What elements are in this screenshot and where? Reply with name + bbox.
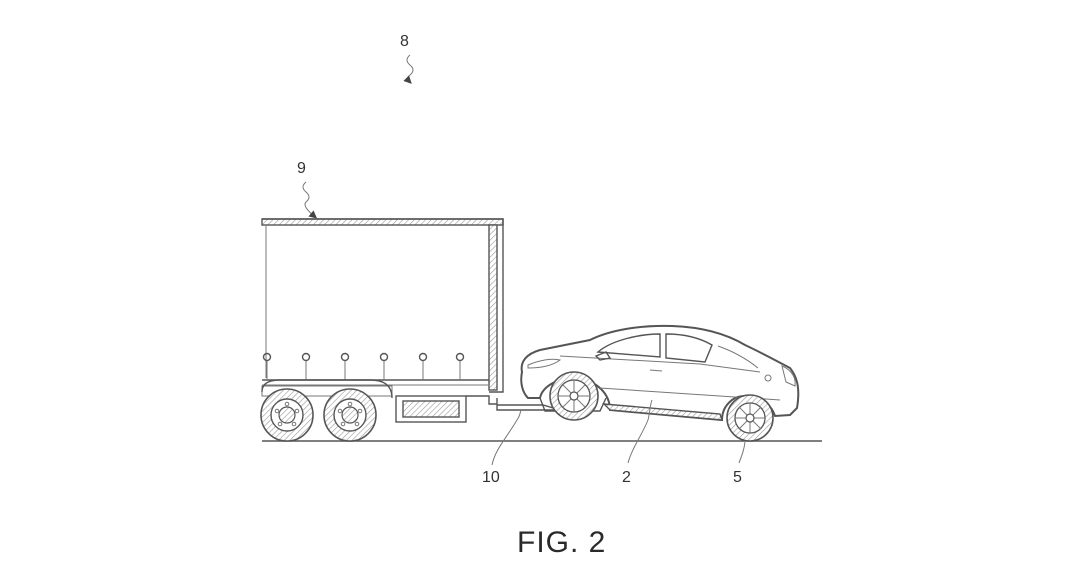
car-rear-window — [665, 333, 713, 363]
car-fuel-cap — [764, 374, 772, 382]
car-headlight — [527, 358, 562, 369]
leader-arrow-9 — [302, 181, 318, 219]
car-belt-line — [559, 355, 761, 373]
leader-line-5 — [738, 441, 746, 464]
label-trailer: 9 — [297, 160, 306, 177]
car-door-handle — [649, 369, 663, 372]
leader-line-2 — [627, 399, 653, 464]
wheel-arch — [261, 379, 393, 399]
car-front-wheel — [549, 371, 599, 421]
trailer-box-outline — [262, 218, 504, 393]
reference-8: 8 — [400, 33, 414, 84]
rear-bumper — [466, 395, 497, 405]
trailer-wheel-rear — [323, 388, 377, 442]
car-drawing — [520, 324, 800, 442]
car-mirror — [594, 351, 612, 361]
car-rocker-panel — [602, 403, 724, 421]
label-vehicle: 2 — [622, 469, 631, 486]
leader-line-10 — [491, 409, 522, 466]
car-rear-wheel — [726, 394, 774, 442]
storage-box-panel — [402, 400, 460, 418]
trailer-wheel-front — [260, 388, 314, 442]
reference-9: 9 — [297, 160, 318, 219]
figure-caption: FIG. 2 — [517, 526, 606, 559]
storage-box — [395, 395, 467, 423]
label-connector: 10 — [482, 469, 500, 486]
trailer-rear-wall — [488, 224, 498, 391]
trailer-drawing — [260, 218, 504, 442]
label-system: 8 — [400, 33, 409, 50]
leader-arrow-8 — [403, 54, 414, 84]
tarp-posts — [262, 352, 465, 380]
car-taillight — [781, 365, 796, 387]
label-wheel: 5 — [733, 469, 742, 486]
trailer-roof — [261, 218, 504, 226]
car-rear-glass — [717, 345, 759, 369]
car-front-window — [596, 333, 661, 358]
